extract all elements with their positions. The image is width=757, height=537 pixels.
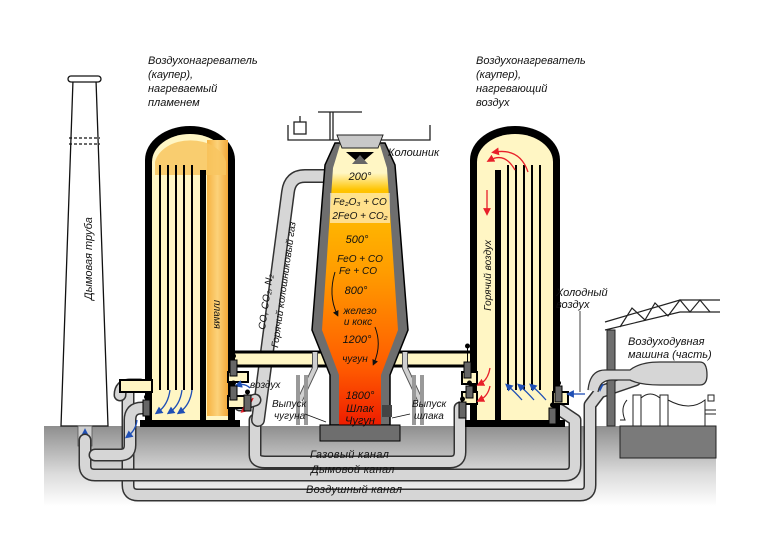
blue-arrow-icon [517,383,535,401]
red-arrow-icon [476,385,491,402]
cold-air-label: Холодный воздух [555,287,611,311]
blower-house [587,299,720,427]
valve-icon [458,396,467,419]
valve-icon [229,353,238,377]
right-stove [461,126,569,427]
left-stove-flow-arrows [124,380,251,439]
temp-200: 200° [348,171,372,183]
text-iron-coke-b: и кокс [344,317,372,328]
valve-icon [465,380,474,399]
valve-icon [243,389,252,412]
blue-arrow-icon [154,389,171,415]
reaction-2b: Fe + CO [339,266,377,277]
slag-tap-label: Выпуск шлака [412,399,449,422]
furnace-zones: 200° Fe₂O₃ + CO 2FeO + CO₂ 500° FeO + CO… [331,171,387,427]
temp-1800: 1800° [346,390,375,402]
valve-icon [463,343,472,379]
left-stove-title: Воздухонагреватель (каупер), нагреваемый… [148,55,261,109]
reaction-1a: Fe₂O₃ + CO [333,197,387,208]
valve-icon [142,394,151,417]
text-slag: Шлак [346,403,374,415]
text-pig-iron: чугун [342,354,368,365]
flame-label: пламя [211,300,222,330]
temp-1200: 1200° [343,334,372,346]
reaction-2a: FeO + CO [337,254,383,265]
chimney [60,75,109,447]
iron-tap-label: Выпуск чугуна [272,399,309,422]
chimney-label: Дымовая труба [83,217,95,302]
blue-arrow-icon [124,419,138,439]
process-arrow [372,326,379,366]
temp-500: 500° [346,234,369,246]
valve-icon [554,380,563,403]
furnace-top-label: Колошник [388,147,440,159]
red-arrow-icon [476,367,491,386]
air-label: воздух [250,380,281,391]
blower-foundation [619,425,717,459]
valve-icon [548,402,557,425]
temp-800: 800° [345,285,368,297]
blue-arrow-icon [529,383,547,401]
reaction-1b: 2FeO + CO₂ [331,211,387,222]
blast-furnace [287,111,431,442]
text-iron-coke-a: железо [342,306,377,317]
smoke-canal-label: Дымовой канал [309,464,395,476]
blue-arrow-icon [234,380,251,389]
hot-air-label: Горячий воздух [483,239,494,311]
blue-arrow-icon [176,389,193,415]
red-arrow-icon [491,147,529,173]
air-canal-label: Воздушный канал [306,484,402,496]
gas-canal-label: Газовый канал [310,449,389,461]
valve-icon [229,380,238,401]
text-iron-bottom: Чугун [345,415,375,427]
blue-arrow-icon [166,389,183,415]
blue-arrow-icon [505,383,523,401]
blower-label: Воздуходувная машина (часть) [628,336,712,361]
right-stove-title: Воздухонагреватель (каупер), нагревающий… [476,55,589,109]
process-arrow [331,271,339,317]
canals [78,169,642,502]
left-stove [119,126,249,427]
red-arrow-icon [486,154,516,171]
